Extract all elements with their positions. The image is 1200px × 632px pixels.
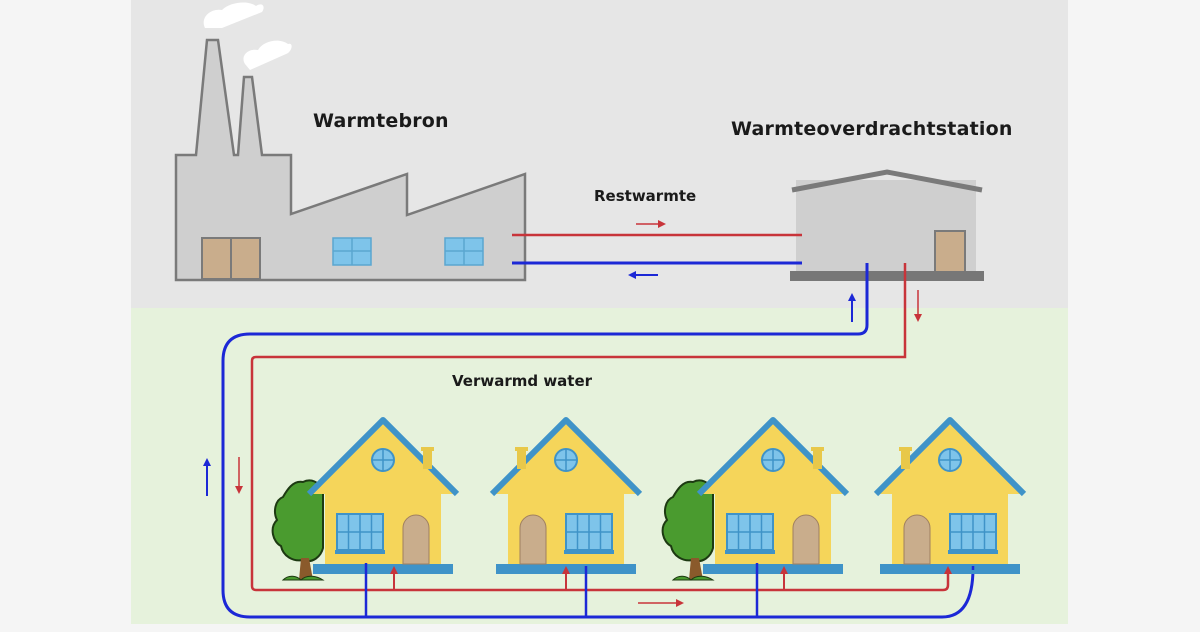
cold-pipe-distribution: [221, 263, 975, 619]
transfer-station-building: [790, 169, 984, 281]
factory-window: [444, 237, 484, 266]
station-foundation: [790, 271, 984, 281]
residual-heat-label: Restwarmte: [594, 187, 697, 205]
hot-pipe-distribution: [250, 263, 950, 592]
factory-window: [332, 237, 372, 266]
factory-building: [174, 38, 527, 282]
smoke-icon: [203, 2, 292, 70]
heat-source-label: Warmtebron: [313, 110, 449, 132]
factory-door: [201, 237, 261, 280]
station-door: [934, 230, 966, 273]
house-connections: [364, 563, 975, 617]
transfer-station-label: Warmteoverdrachtstation: [731, 118, 1013, 140]
heated-water-label: Verwarmd water: [452, 372, 593, 390]
